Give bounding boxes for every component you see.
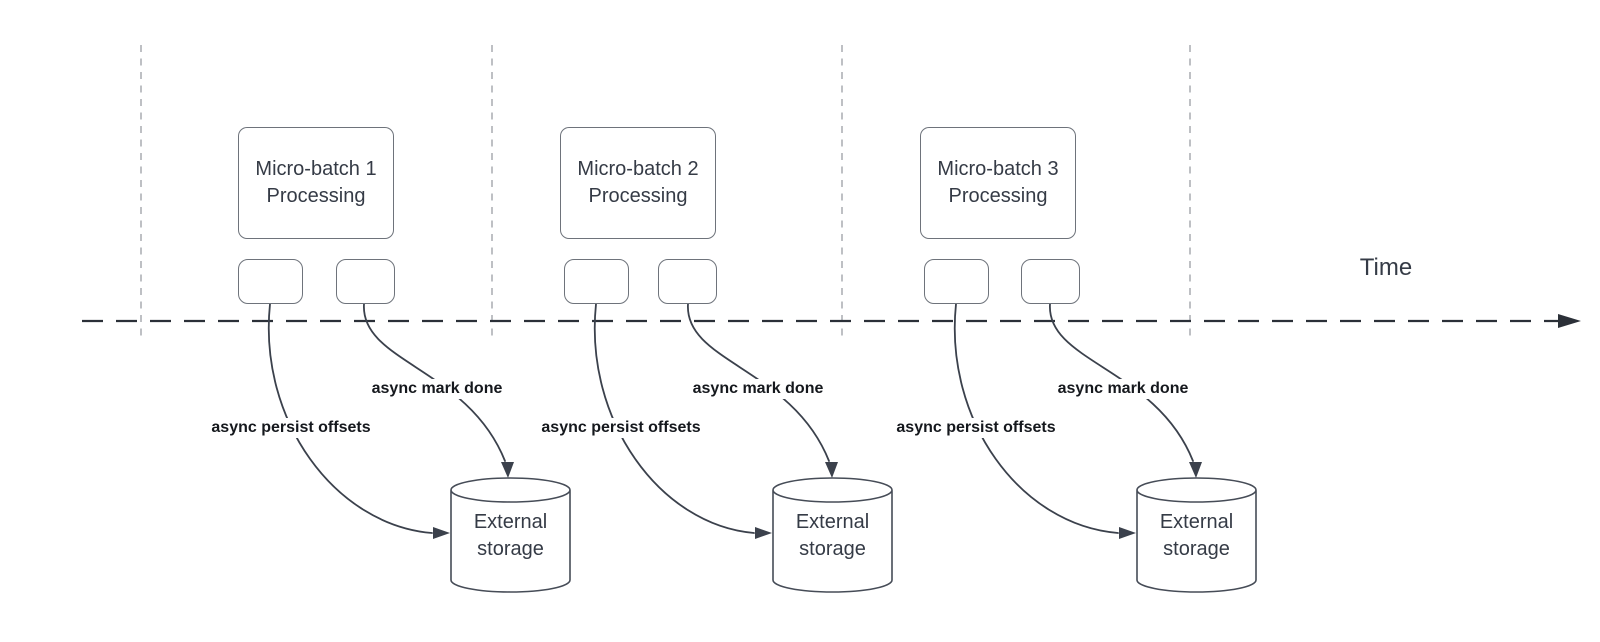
persist-offsets-arrow-1 — [267, 303, 433, 534]
external-storage-cylinder-1 — [450, 477, 571, 593]
mark-done-label-2: async mark done — [689, 379, 827, 399]
persist-offsets-label-3: async persist offsets — [893, 418, 1059, 438]
external-storage-label-1: External storage — [473, 511, 548, 560]
subtask-box-2-right — [658, 259, 717, 304]
mark-done-arrow-2 — [687, 303, 830, 462]
subtask-box-1-right — [336, 259, 395, 304]
micro-batch-box-2: Micro-batch 2 Processing — [560, 127, 716, 239]
mark-done-arrowhead-icon-3 — [1189, 462, 1202, 478]
mark-done-arrow-3 — [1049, 303, 1194, 462]
time-label: Time — [1359, 254, 1413, 281]
external-storage-cylinder-3 — [1136, 477, 1257, 593]
micro-batch-box-3: Micro-batch 3 Processing — [920, 127, 1076, 239]
external-storage-cylinder-2 — [772, 477, 893, 593]
mark-done-label-1: async mark done — [368, 379, 506, 399]
time-axis-arrowhead-icon — [1558, 314, 1581, 328]
subtask-box-3-right — [1021, 259, 1080, 304]
persist-offsets-arrowhead-icon-1 — [433, 527, 450, 539]
micro-batch-box-1: Micro-batch 1 Processing — [238, 127, 394, 239]
persist-offsets-arrowhead-icon-3 — [1119, 527, 1136, 539]
mark-done-arrowhead-icon-1 — [501, 462, 514, 478]
micro-batch-label-2: Micro-batch 2 Processing — [577, 158, 699, 207]
persist-offsets-label-2: async persist offsets — [538, 418, 704, 438]
subtask-box-1-left — [238, 259, 303, 304]
mark-done-arrow-1 — [363, 303, 506, 462]
persist-offsets-arrow-3 — [953, 303, 1119, 534]
subtask-box-3-left — [924, 259, 989, 304]
persist-offsets-arrowhead-icon-2 — [755, 527, 772, 539]
micro-batch-label-1: Micro-batch 1 Processing — [255, 158, 377, 207]
mark-done-label-3: async mark done — [1054, 379, 1192, 399]
micro-batch-label-3: Micro-batch 3 Processing — [937, 158, 1059, 207]
persist-offsets-label-1: async persist offsets — [208, 418, 374, 438]
external-storage-label-3: External storage — [1159, 511, 1234, 560]
external-storage-label-2: External storage — [795, 511, 870, 560]
subtask-box-2-left — [564, 259, 629, 304]
persist-offsets-arrow-2 — [593, 303, 755, 534]
mark-done-arrowhead-icon-2 — [825, 462, 838, 478]
